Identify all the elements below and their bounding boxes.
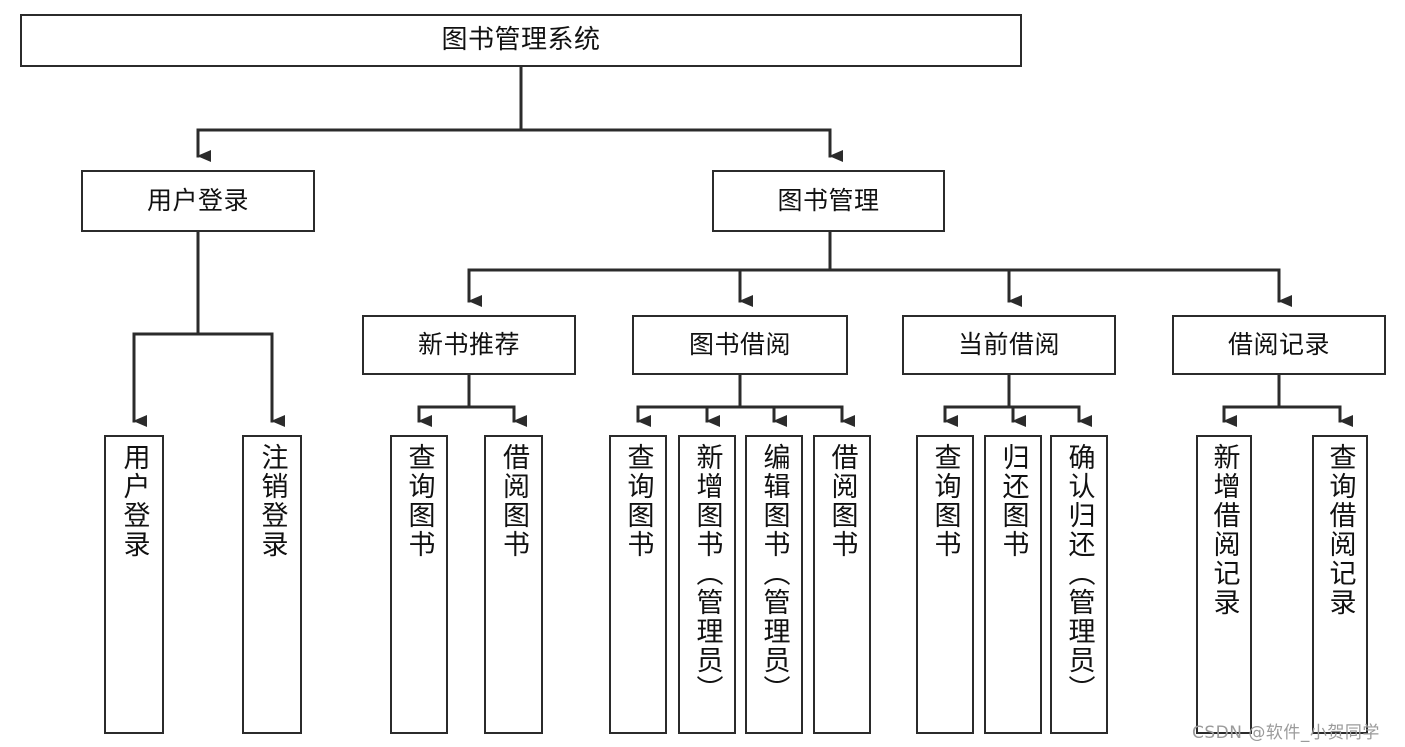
- leaf-confirm-return-label: 确认归还（管理员）: [1063, 443, 1095, 704]
- node-root[interactable]: 图书管理系统: [20, 14, 1022, 67]
- leaf-logout-label: 注销登录: [256, 443, 288, 559]
- leaf-add-book-label: 新增图书（管理员）: [691, 443, 723, 704]
- leaf-borrow-book-1-label: 借阅图书: [498, 443, 529, 559]
- leaf-query-record[interactable]: 查询借阅记录: [1312, 435, 1368, 734]
- node-book-manage-label: 图书管理: [777, 185, 880, 215]
- leaf-user-login[interactable]: 用户登录: [104, 435, 164, 734]
- leaf-confirm-return[interactable]: 确认归还（管理员）: [1050, 435, 1108, 734]
- node-book-manage[interactable]: 图书管理: [712, 170, 945, 232]
- node-borrow-record[interactable]: 借阅记录: [1172, 315, 1386, 375]
- leaf-add-record[interactable]: 新增借阅记录: [1196, 435, 1252, 734]
- leaf-query-book-2-label: 查询图书: [622, 443, 654, 559]
- node-current-borrow[interactable]: 当前借阅: [902, 315, 1116, 375]
- node-user-login[interactable]: 用户登录: [81, 170, 315, 232]
- node-book-borrow[interactable]: 图书借阅: [632, 315, 848, 375]
- leaf-query-book-3-label: 查询图书: [929, 443, 961, 559]
- csdn-watermark: CSDN @软件_小贺同学: [1192, 723, 1380, 743]
- node-current-borrow-label: 当前借阅: [957, 329, 1060, 359]
- node-borrow-record-label: 借阅记录: [1227, 329, 1330, 359]
- leaf-borrow-book-2-label: 借阅图书: [826, 443, 858, 559]
- leaf-edit-book-label: 编辑图书（管理员）: [758, 443, 790, 704]
- leaf-add-record-label: 新增借阅记录: [1208, 443, 1240, 617]
- leaf-query-record-label: 查询借阅记录: [1324, 443, 1356, 617]
- leaf-query-book-1[interactable]: 查询图书: [390, 435, 448, 734]
- leaf-borrow-book-1[interactable]: 借阅图书: [484, 435, 543, 734]
- leaf-borrow-book-2[interactable]: 借阅图书: [813, 435, 871, 734]
- node-new-book-recommend[interactable]: 新书推荐: [362, 315, 576, 375]
- node-user-login-label: 用户登录: [146, 185, 249, 215]
- node-root-label: 图书管理系统: [441, 24, 601, 55]
- leaf-edit-book[interactable]: 编辑图书（管理员）: [745, 435, 803, 734]
- leaf-logout[interactable]: 注销登录: [242, 435, 302, 734]
- leaf-query-book-3[interactable]: 查询图书: [916, 435, 974, 734]
- leaf-query-book-1-label: 查询图书: [403, 443, 435, 559]
- leaf-user-login-label: 用户登录: [118, 443, 150, 559]
- leaf-return-book[interactable]: 归还图书: [984, 435, 1042, 734]
- node-new-book-recommend-label: 新书推荐: [417, 329, 520, 359]
- leaf-return-book-label: 归还图书: [997, 443, 1029, 559]
- leaf-add-book[interactable]: 新增图书（管理员）: [678, 435, 736, 734]
- node-book-borrow-label: 图书借阅: [688, 329, 791, 359]
- leaf-query-book-2[interactable]: 查询图书: [609, 435, 667, 734]
